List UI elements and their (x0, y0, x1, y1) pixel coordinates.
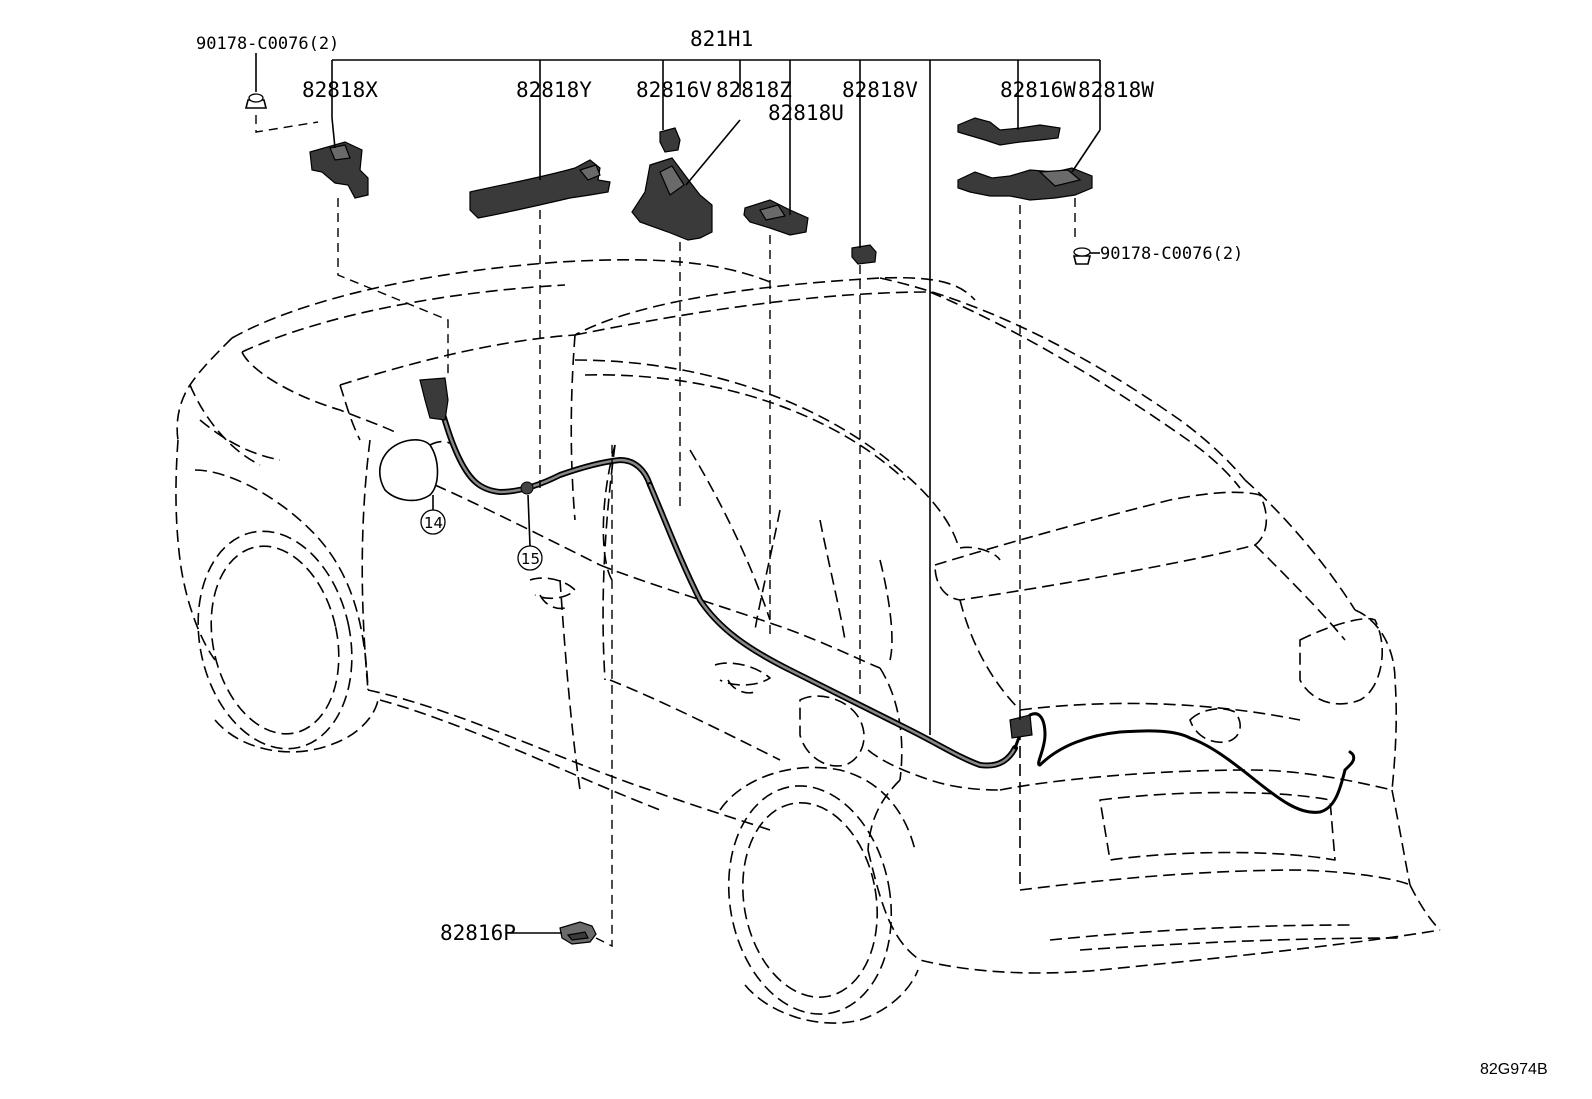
side-mirror (378, 439, 456, 502)
reference-15: 15 (517, 494, 543, 571)
part-label-82816V: 82816V (636, 78, 712, 102)
solid-leaders (331, 95, 1101, 934)
part-label-82818W: 82818W (1078, 78, 1154, 102)
clip-top-left (244, 53, 268, 109)
part-82818Y-clamp (469, 159, 611, 219)
part-label-82818U: 82818U (768, 101, 844, 125)
clip-label-right: 90178-C0076(2) (1100, 244, 1243, 264)
part-label-82818Z: 82818Z (716, 78, 792, 102)
diagram-code: 82G974B (1480, 1061, 1548, 1078)
clip-right (1072, 247, 1100, 265)
part-label-82818Y: 82818Y (516, 78, 592, 102)
harness-routing (419, 377, 1356, 814)
part-82818W-clamp (957, 167, 1093, 201)
part-82818Z-protector (631, 157, 713, 241)
svg-text:14: 14 (424, 514, 443, 532)
dashed-leaders (255, 115, 1076, 948)
part-82816P-clamp (559, 921, 597, 945)
part-label-82816W: 82816W (1000, 78, 1076, 102)
assembly-label: 821H1 (690, 27, 753, 51)
part-82816W-protector (957, 117, 1061, 146)
reference-14: 14 (420, 495, 446, 535)
vehicle-outline (175, 258, 1441, 1024)
clip-label-top-left: 90178-C0076(2) (196, 34, 339, 54)
part-82818U-clamp (743, 199, 809, 236)
part-label-82818X: 82818X (302, 78, 378, 102)
part-82818X-protector (309, 141, 369, 199)
part-82816V-protector (659, 127, 681, 153)
part-label-82818V: 82818V (842, 78, 918, 102)
part-82818V-clip (851, 244, 877, 265)
svg-text:15: 15 (521, 550, 540, 568)
part-label-82816P: 82816P (440, 921, 516, 945)
assembly-bracket (331, 59, 1101, 735)
